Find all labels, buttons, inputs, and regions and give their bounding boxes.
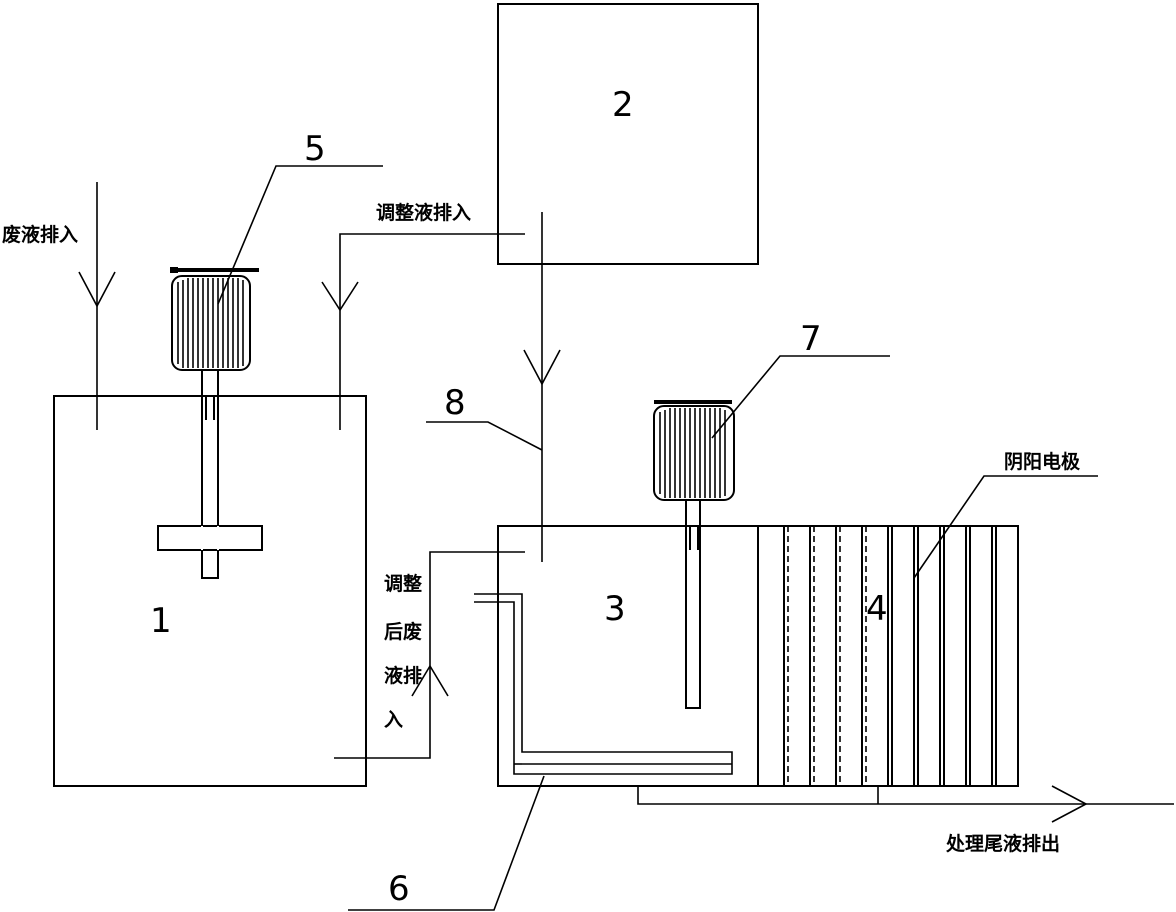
tank-4-label: 4: [866, 589, 888, 629]
tank-3: [497, 525, 759, 787]
svg-text:入: 入: [384, 709, 403, 731]
treated-outlet-label: 处理尾液排出: [945, 832, 1060, 855]
motor-5-stripes: [177, 278, 244, 368]
leader-7: [711, 355, 890, 439]
motor-7-stripes: [659, 408, 726, 498]
item-5-label: 5: [304, 129, 326, 169]
adjust-inlet-label: 调整液排入: [376, 201, 471, 224]
agitator-7: [653, 400, 735, 709]
waste-inlet-arrow: [78, 182, 116, 430]
tank-1-label: 1: [150, 601, 172, 641]
adjust-feed-pipe: [321, 233, 525, 430]
leader-electrodes: [913, 475, 1098, 579]
aeration-pipe-6: [474, 593, 733, 775]
adjusted-waste-pipe: [334, 551, 525, 759]
waste-inlet-label: 废液排入: [2, 223, 78, 246]
tank-1: [53, 395, 367, 787]
item-7-label: 7: [800, 319, 822, 359]
item-6-label: 6: [388, 869, 410, 909]
leader-8: [426, 421, 543, 451]
svg-text:后废: 后废: [384, 620, 422, 643]
shaft-7: [685, 499, 701, 709]
svg-text:调整: 调整: [384, 572, 422, 595]
leader-6: [348, 775, 545, 911]
adjusted-waste-label: 调整 后废 液排 入: [384, 572, 422, 731]
adjust-liquid-pipe-8: [523, 212, 561, 562]
tank-3-label: 3: [604, 589, 626, 629]
item-8-label: 8: [444, 383, 466, 423]
motor-7: [653, 405, 735, 501]
shaft-5: [201, 369, 219, 579]
impeller-5: [157, 525, 263, 551]
electrodes-label: 阴阳电极: [1004, 450, 1081, 473]
leader-5: [217, 165, 383, 305]
tank-2: [497, 3, 759, 265]
tank-2-label: 2: [612, 85, 634, 125]
electrodes: [783, 526, 997, 786]
agitator-5: [157, 267, 263, 579]
treated-outlet-pipe: [637, 785, 1174, 823]
svg-text:液排: 液排: [384, 664, 422, 687]
